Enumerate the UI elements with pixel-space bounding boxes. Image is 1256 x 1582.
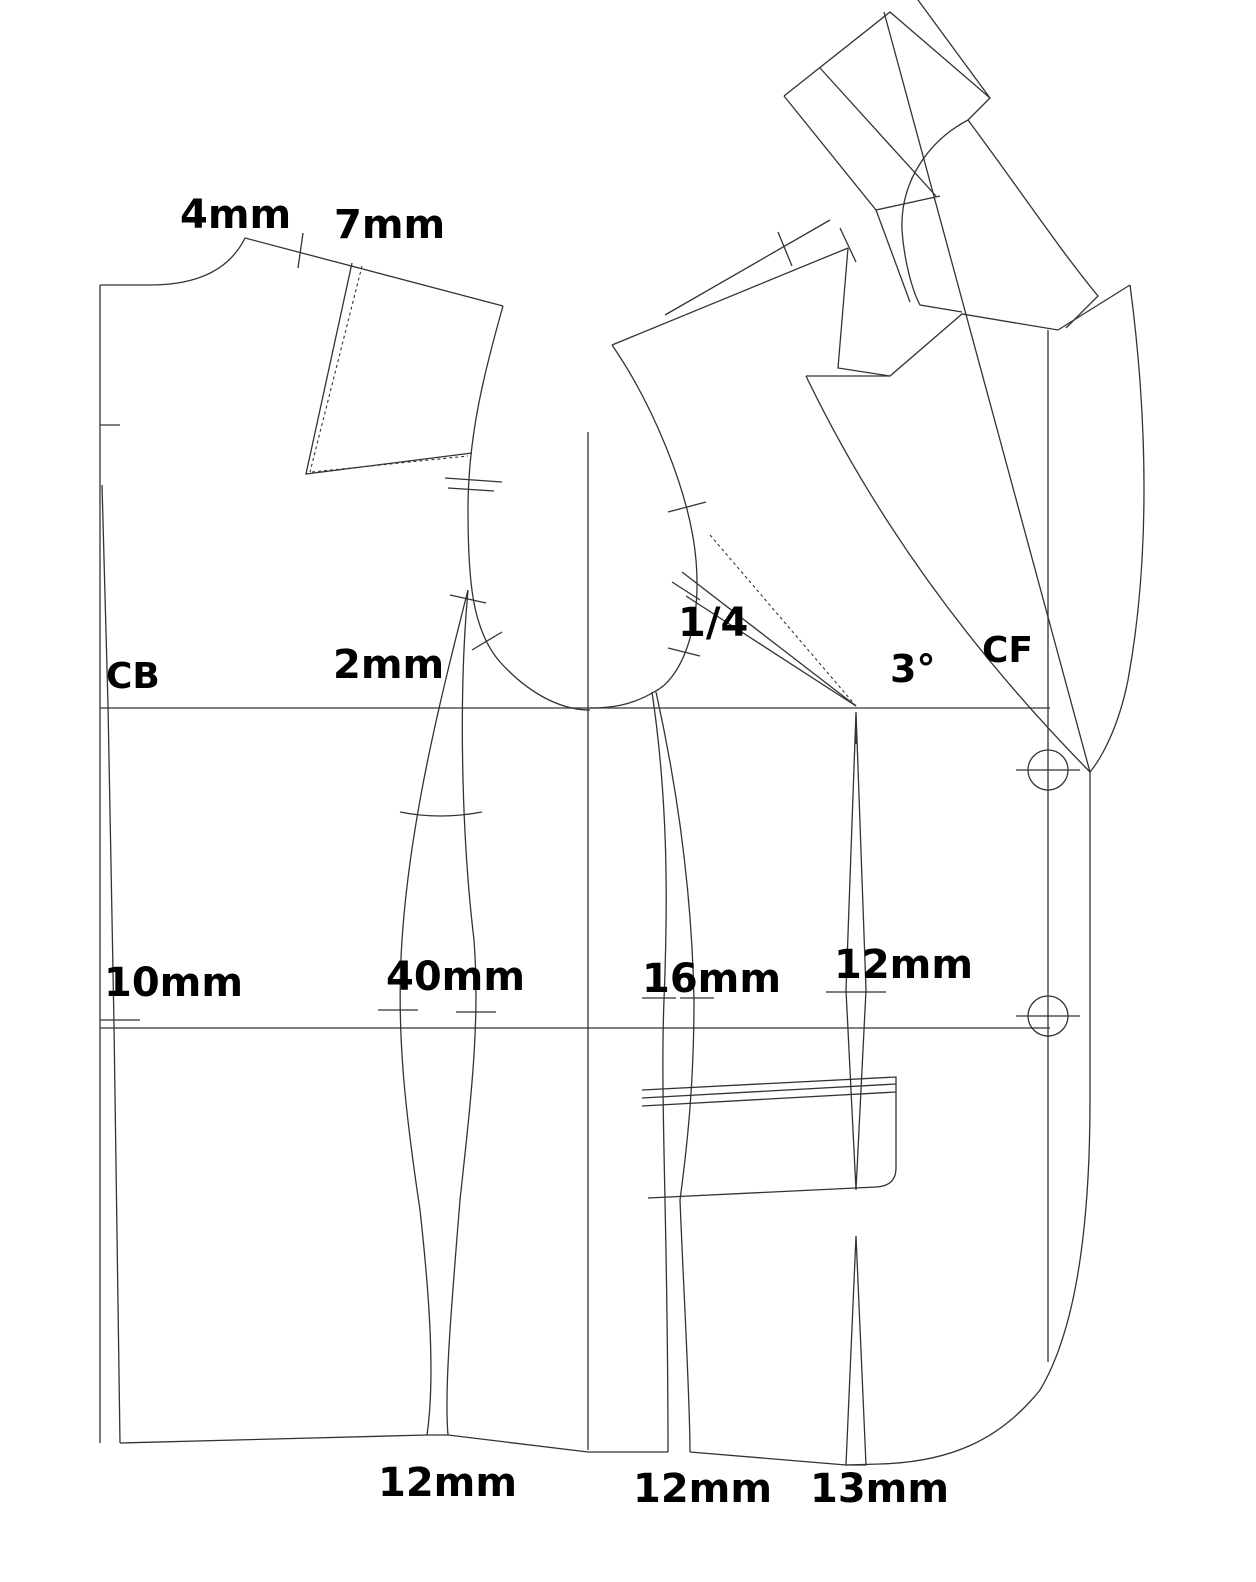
- lapel-outer-edge: [1089, 284, 1145, 773]
- label-12mm-hem-side: 12mm: [378, 1460, 517, 1506]
- front-edge: [879, 772, 1091, 1465]
- label-2mm: 2mm: [333, 642, 444, 688]
- label-4mm: 4mm: [180, 192, 291, 238]
- shoulder-notch: [297, 232, 304, 269]
- label-10mm: 10mm: [104, 960, 243, 1006]
- label-quarter: 1/4: [678, 600, 748, 646]
- back-panel: [99, 232, 591, 1444]
- side-seam-front-curve: [446, 589, 477, 1436]
- side-seam: [378, 589, 496, 1436]
- front-side-seam-right: [655, 691, 695, 1453]
- front-armhole-tick-2: [671, 581, 701, 601]
- pocket-flap-line-1: [641, 1083, 897, 1099]
- buttons: [1016, 749, 1080, 1037]
- front-chest-dart: [681, 571, 857, 707]
- label-3-degree: 3°: [890, 647, 935, 691]
- front-shoulder-notch-2: [839, 227, 857, 263]
- collar-inner: [819, 67, 937, 197]
- front-dart-lower: [845, 1235, 867, 1466]
- back-dart-fold-2: [311, 455, 469, 473]
- pocket-flap-line-2: [641, 1091, 897, 1107]
- front-shoulder-line: [611, 247, 849, 346]
- front-side-seam-left: [651, 691, 669, 1453]
- guide-lines: [100, 330, 1050, 1450]
- armhole-tick-4: [471, 631, 503, 651]
- label-40mm: 40mm: [386, 954, 525, 1000]
- label-cf: CF: [982, 630, 1033, 671]
- front-shoulder-notch-1: [777, 231, 793, 267]
- label-7mm: 7mm: [334, 202, 445, 248]
- collar-fold: [783, 95, 941, 211]
- front-dart-upper: [845, 711, 867, 1191]
- collar-top-edge: [917, 0, 991, 99]
- break-line: [883, 11, 1091, 773]
- hem-line: [119, 1434, 881, 1466]
- hem-back: [119, 1434, 428, 1444]
- armhole-tick-2: [447, 487, 495, 492]
- front-panel: [589, 0, 1145, 1466]
- back-shoulder-line: [244, 237, 504, 307]
- label-13mm-hem-dart: 13mm: [810, 1466, 949, 1512]
- label-12mm-dart: 12mm: [834, 942, 973, 988]
- pocket-outline: [641, 1076, 897, 1199]
- notch-collar: [837, 247, 1131, 377]
- front-armhole-tick-3: [667, 647, 701, 657]
- label-cb: CB: [106, 656, 160, 697]
- front-chest-dart-dashed: [709, 534, 857, 707]
- front-armhole-tick-1: [667, 501, 707, 513]
- back-neckline: [100, 237, 246, 286]
- collar-neck-line: [875, 209, 911, 303]
- armhole-tick-3: [449, 594, 487, 604]
- collar-neck-curve: [901, 119, 969, 313]
- label-16mm: 16mm: [642, 956, 781, 1002]
- armhole-tick-1: [444, 477, 503, 483]
- front-armhole: [589, 344, 698, 709]
- back-dart-fold-1: [309, 265, 363, 473]
- back-armhole: [467, 305, 591, 711]
- back-seam-curve: [101, 484, 121, 1444]
- front-shoulder-ext: [664, 219, 831, 316]
- lapel-roll-line: [805, 375, 1091, 773]
- hem-front: [689, 1451, 881, 1466]
- hem-side: [427, 1434, 668, 1453]
- annotations: 4mm 7mm CB 2mm 1/4 3° CF 10mm 40mm 16mm …: [104, 192, 1033, 1512]
- label-12mm-hem-front-side: 12mm: [633, 1466, 772, 1512]
- side-seam-back-curve: [399, 589, 469, 1436]
- side-waist-arc: [399, 811, 483, 817]
- collar-stand: [783, 11, 991, 121]
- collar-curve: [967, 119, 1099, 329]
- front-chest-dart-2: [685, 595, 857, 707]
- back-shoulder-dart: [305, 262, 473, 475]
